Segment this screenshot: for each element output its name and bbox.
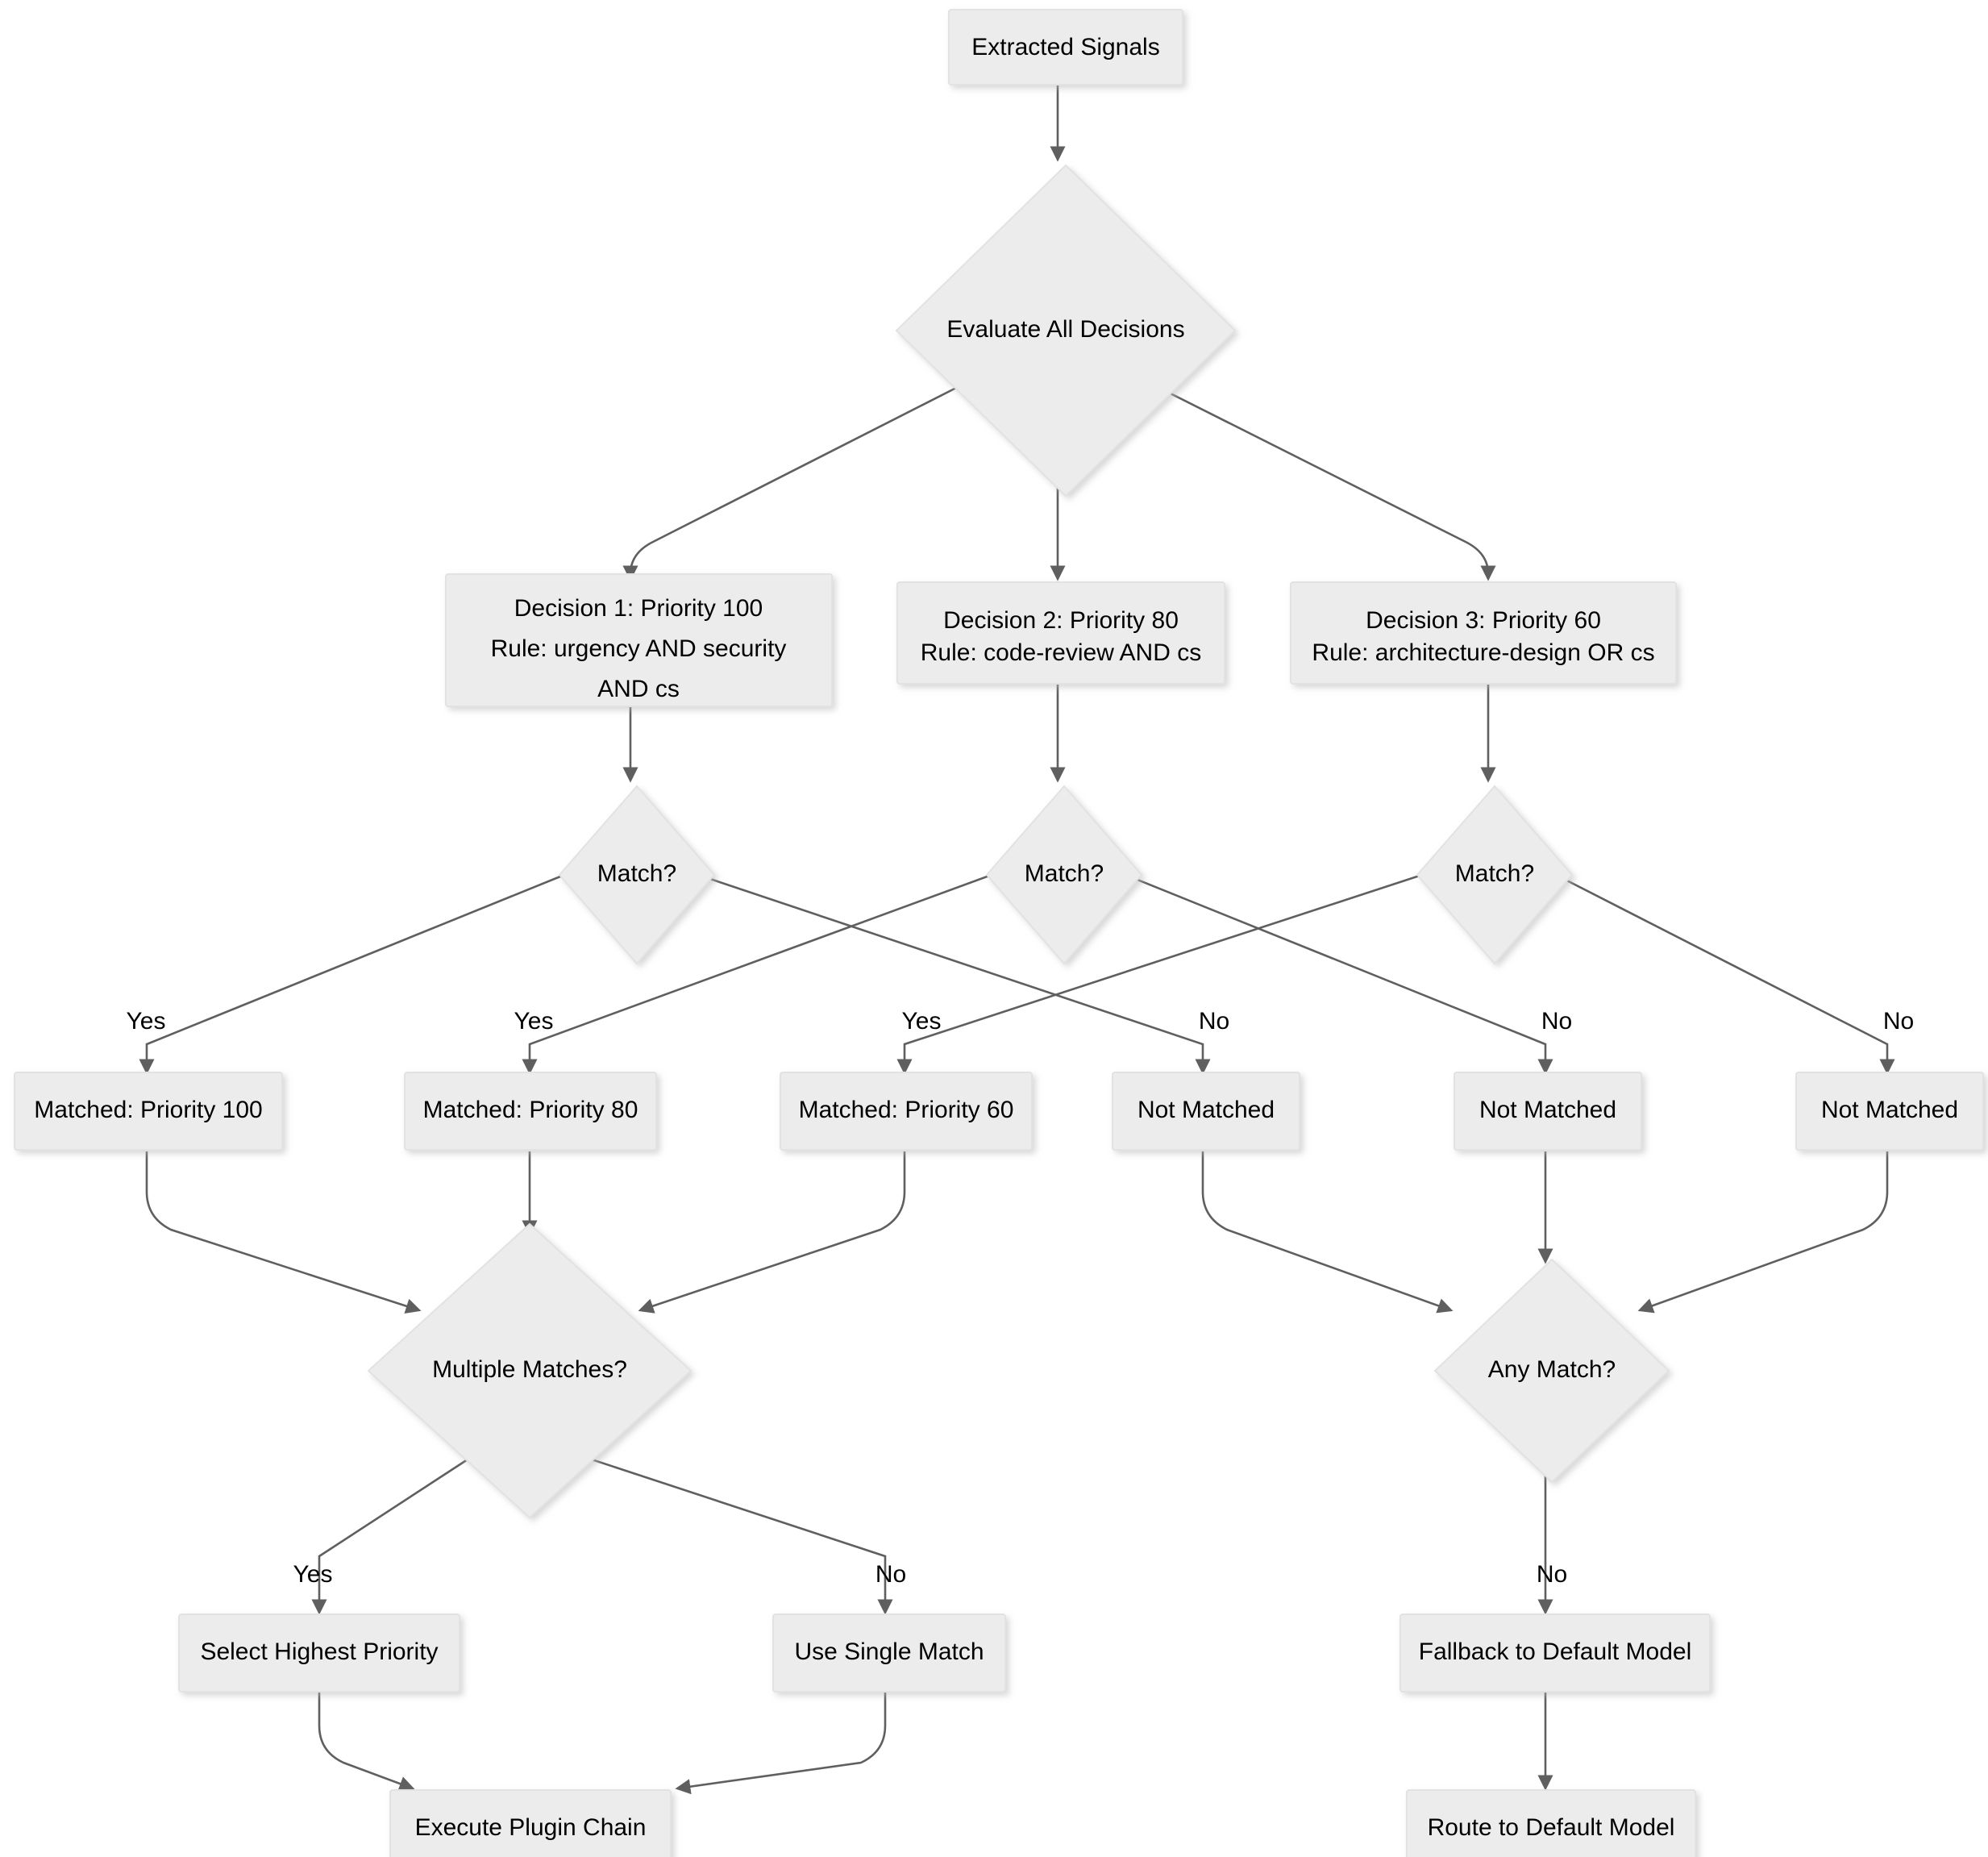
edge-label-match2-yes: Yes bbox=[514, 1008, 554, 1035]
node-label-any-match: Any Match? bbox=[1488, 1356, 1616, 1383]
node-label-match1: Match? bbox=[597, 860, 676, 887]
edge-labels-layer: Yes Yes Yes No No No Yes No No bbox=[127, 1008, 1915, 1588]
node-match3[interactable]: Match? bbox=[1416, 785, 1574, 965]
node-label-decision1-line3: AND cs bbox=[597, 676, 680, 702]
edge-matched100-to-multiple-matches bbox=[145, 1151, 422, 1314]
node-evaluate-all-decisions[interactable]: Evaluate All Decisions bbox=[895, 164, 1237, 498]
node-label-route-to-default-model: Route to Default Model bbox=[1428, 1814, 1675, 1841]
node-match2[interactable]: Match? bbox=[985, 785, 1143, 965]
node-label-not-matched-2: Not Matched bbox=[1479, 1097, 1616, 1123]
node-decision3[interactable]: Decision 3: Priority 60 Rule: architectu… bbox=[1290, 581, 1677, 685]
node-label-evaluate-all-decisions: Evaluate All Decisions bbox=[946, 316, 1184, 343]
edge-label-multiple-matches-yes: Yes bbox=[293, 1561, 333, 1588]
node-label-match3: Match? bbox=[1455, 860, 1534, 887]
edge-match1-no-to-notmatched1 bbox=[697, 873, 1211, 1075]
node-label-not-matched-3: Not Matched bbox=[1821, 1097, 1958, 1123]
node-extracted-signals[interactable]: Extracted Signals bbox=[948, 9, 1183, 85]
edge-label-multiple-matches-no: No bbox=[875, 1561, 906, 1588]
edges-layer bbox=[139, 85, 1895, 1795]
edge-matched60-to-multiple-matches bbox=[638, 1151, 906, 1314]
node-matched-priority-60[interactable]: Matched: Priority 60 bbox=[780, 1072, 1033, 1151]
node-route-to-default-model[interactable]: Route to Default Model bbox=[1406, 1789, 1696, 1857]
edge-label-match1-yes: Yes bbox=[127, 1008, 166, 1035]
edge-multiple-matches-no-to-use-single bbox=[591, 1458, 893, 1615]
node-label-matched-priority-100: Matched: Priority 100 bbox=[34, 1097, 262, 1123]
node-label-decision1-line2: Rule: urgency AND security bbox=[491, 635, 787, 662]
node-label-matched-priority-80: Matched: Priority 80 bbox=[423, 1097, 638, 1123]
node-not-matched-3[interactable]: Not Matched bbox=[1795, 1072, 1984, 1151]
nodes-layer: Extracted Signals Evaluate All Decisions… bbox=[14, 9, 1984, 1857]
node-matched-priority-100[interactable]: Matched: Priority 100 bbox=[14, 1072, 283, 1151]
node-execute-plugin-chain[interactable]: Execute Plugin Chain bbox=[389, 1789, 672, 1857]
node-decision1[interactable]: Decision 1: Priority 100 Rule: urgency A… bbox=[445, 573, 833, 707]
node-select-highest-priority[interactable]: Select Highest Priority bbox=[178, 1613, 460, 1693]
edge-notmatched3-to-any-match bbox=[1637, 1151, 1889, 1314]
edge-label-match2-no: No bbox=[1541, 1008, 1572, 1035]
node-label-decision3-line2: Rule: architecture-design OR cs bbox=[1312, 639, 1654, 666]
edge-match2-no-to-notmatched2 bbox=[1125, 873, 1553, 1075]
node-matched-priority-80[interactable]: Matched: Priority 80 bbox=[404, 1072, 657, 1151]
edge-notmatched1-to-any-match bbox=[1201, 1151, 1454, 1314]
node-multiple-matches[interactable]: Multiple Matches? bbox=[367, 1222, 692, 1519]
edge-label-match1-no: No bbox=[1199, 1008, 1229, 1035]
node-label-select-highest-priority: Select Highest Priority bbox=[200, 1638, 438, 1665]
node-label-extracted-signals: Extracted Signals bbox=[971, 34, 1159, 60]
node-label-decision3-line1: Decision 3: Priority 60 bbox=[1366, 607, 1601, 634]
node-match1[interactable]: Match? bbox=[558, 785, 716, 965]
node-any-match[interactable]: Any Match? bbox=[1433, 1258, 1670, 1484]
node-label-decision1-line1: Decision 1: Priority 100 bbox=[514, 595, 763, 622]
edge-label-match3-yes: Yes bbox=[902, 1008, 942, 1035]
edge-use-single-to-execute-plugin bbox=[675, 1692, 887, 1795]
node-label-multiple-matches: Multiple Matches? bbox=[432, 1356, 627, 1383]
edge-evaluate-all-to-decision1 bbox=[622, 385, 959, 581]
edge-label-match3-no: No bbox=[1883, 1008, 1914, 1035]
node-label-not-matched-1: Not Matched bbox=[1137, 1097, 1275, 1123]
edge-multiple-matches-yes-to-select-highest bbox=[311, 1458, 468, 1615]
edge-match1-yes-to-matched100 bbox=[139, 873, 565, 1075]
edge-match3-yes-to-matched60 bbox=[896, 873, 1423, 1075]
node-not-matched-2[interactable]: Not Matched bbox=[1454, 1072, 1642, 1151]
node-label-fallback-to-default-model: Fallback to Default Model bbox=[1419, 1638, 1692, 1665]
edge-match2-yes-to-matched80 bbox=[522, 873, 992, 1075]
node-not-matched-1[interactable]: Not Matched bbox=[1112, 1072, 1300, 1151]
edge-match3-no-to-notmatched3 bbox=[1555, 873, 1895, 1075]
node-label-matched-priority-60: Matched: Priority 60 bbox=[799, 1097, 1014, 1123]
node-fallback-to-default-model[interactable]: Fallback to Default Model bbox=[1400, 1613, 1711, 1693]
node-label-decision2-line2: Rule: code-review AND cs bbox=[921, 639, 1201, 666]
node-label-execute-plugin-chain: Execute Plugin Chain bbox=[415, 1814, 647, 1841]
node-decision2[interactable]: Decision 2: Priority 80 Rule: code-revie… bbox=[896, 581, 1225, 685]
edge-label-any-match-no: No bbox=[1537, 1561, 1567, 1588]
node-label-use-single-match: Use Single Match bbox=[794, 1638, 984, 1665]
edge-evaluate-all-to-decision3 bbox=[1157, 385, 1496, 581]
node-label-decision2-line1: Decision 2: Priority 80 bbox=[943, 607, 1179, 634]
edge-select-highest-to-execute-plugin bbox=[318, 1692, 415, 1792]
node-label-match2: Match? bbox=[1025, 860, 1104, 887]
node-use-single-match[interactable]: Use Single Match bbox=[772, 1613, 1006, 1693]
